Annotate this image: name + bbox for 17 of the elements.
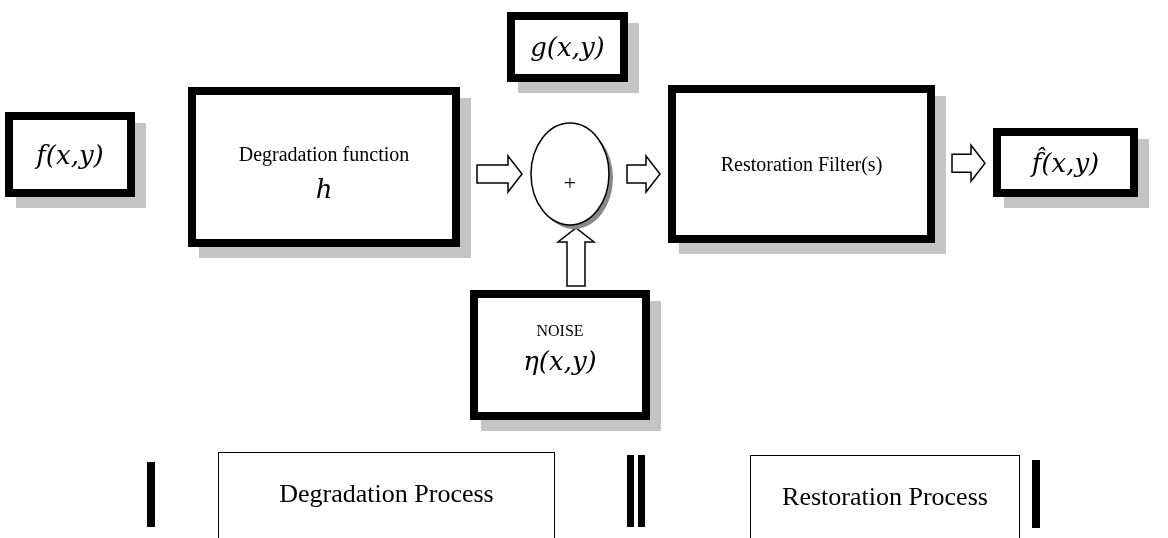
block-label: Restoration Filter(s)	[719, 152, 884, 178]
block-label: Degradation function	[237, 142, 411, 168]
stage-label: Degradation Process	[279, 479, 494, 509]
block-arrow	[555, 227, 597, 287]
math-expression: f̂(x,y)	[1031, 147, 1100, 178]
math-expression: g(x,y)	[530, 32, 605, 62]
math-expression: h	[315, 174, 333, 204]
plus-sign: +	[563, 170, 577, 196]
math-expression: η(x,y)	[523, 346, 597, 376]
block-arrow	[626, 153, 661, 195]
block-arrow	[476, 153, 523, 195]
block-label: NOISE	[536, 322, 584, 340]
stage-box	[218, 452, 555, 538]
stage-label: Restoration Process	[782, 482, 988, 512]
block-arrow	[951, 143, 986, 184]
math-expression: f(x,y)	[36, 139, 104, 170]
stage-box	[750, 455, 1020, 538]
